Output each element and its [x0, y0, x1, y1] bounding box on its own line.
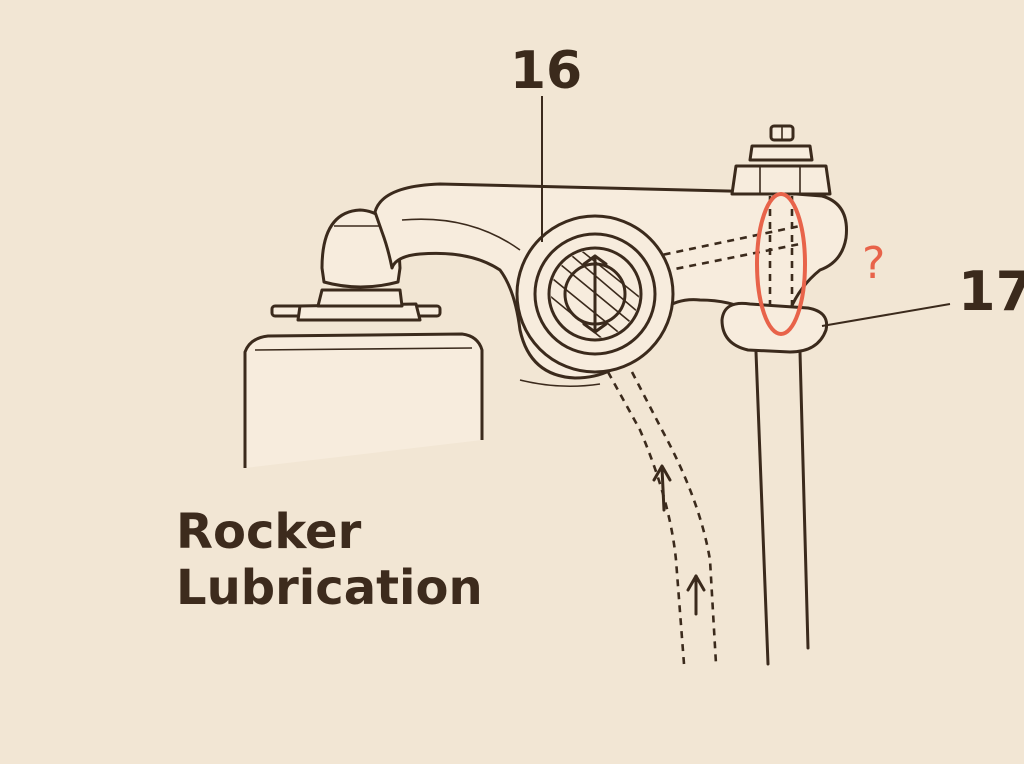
caption-line-2: Lubrication [176, 560, 483, 616]
push-rod [754, 350, 810, 666]
question-mark: ? [862, 238, 885, 289]
part-17-leader [821, 303, 951, 327]
rocker-shaft [515, 214, 675, 374]
part-16-label: 16 [510, 41, 582, 101]
highlight-ellipse [755, 192, 807, 336]
adjusting-screw [730, 124, 832, 310]
oil-feed-passage [606, 371, 718, 665]
part-17-label: 17 [958, 260, 1024, 323]
valve-spring-block [243, 332, 484, 468]
caption-line-1: Rocker [176, 504, 362, 560]
push-rod-cup [720, 301, 829, 354]
